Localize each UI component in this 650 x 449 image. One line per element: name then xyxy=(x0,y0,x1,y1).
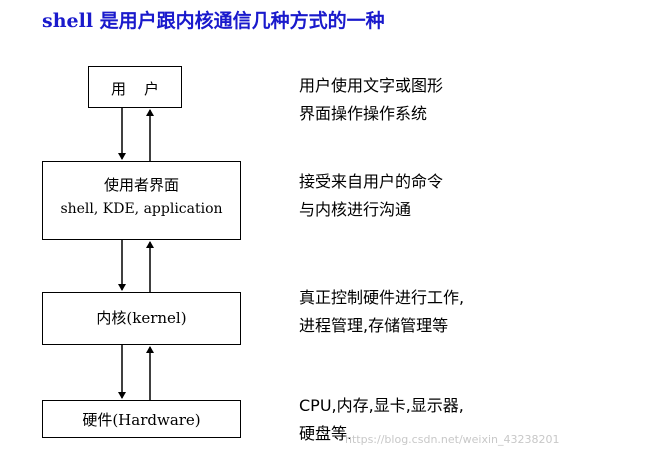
description-user-interface: 接受来自用户的命令 与内核进行沟通 xyxy=(299,168,443,224)
watermark-text: https://blog.csdn.net/weixin_43238201 xyxy=(345,433,560,446)
box-user-interface-sublabel: shell, KDE, application xyxy=(60,201,223,217)
description-kernel-line: 进程管理,存储管理等 xyxy=(299,316,449,335)
box-user: 用户 xyxy=(88,66,182,108)
description-hardware-line: CPU,内存,显卡,显示器, xyxy=(299,396,464,415)
description-user: 用户使用文字或图形 界面操作操作系统 xyxy=(299,72,443,128)
box-kernel: 内核(kernel) xyxy=(42,292,241,345)
box-hardware-label: 硬件(Hardware) xyxy=(82,411,201,429)
description-user-line: 用户使用文字或图形 xyxy=(299,76,444,95)
box-user-interface-label: 使用者界面 xyxy=(103,176,179,194)
description-hardware: CPU,内存,显卡,显示器, 硬盘等. xyxy=(299,392,464,448)
description-user-interface-line: 与内核进行沟通 xyxy=(299,200,412,219)
description-user-line: 界面操作操作系统 xyxy=(299,104,428,123)
box-kernel-label: 内核(kernel) xyxy=(96,309,187,327)
description-user-interface-line: 接受来自用户的命令 xyxy=(299,172,444,191)
box-hardware: 硬件(Hardware) xyxy=(42,400,241,438)
diagram-title: shell 是用户跟内核通信几种方式的一种 xyxy=(42,10,385,32)
description-hardware-line: 硬盘等. xyxy=(299,424,353,443)
description-kernel: 真正控制硬件进行工作, 进程管理,存储管理等 xyxy=(299,284,464,340)
box-user-interface: 使用者界面 shell, KDE, application xyxy=(42,161,241,240)
description-kernel-line: 真正控制硬件进行工作, xyxy=(299,288,465,307)
box-user-label: 用户 xyxy=(110,80,177,98)
